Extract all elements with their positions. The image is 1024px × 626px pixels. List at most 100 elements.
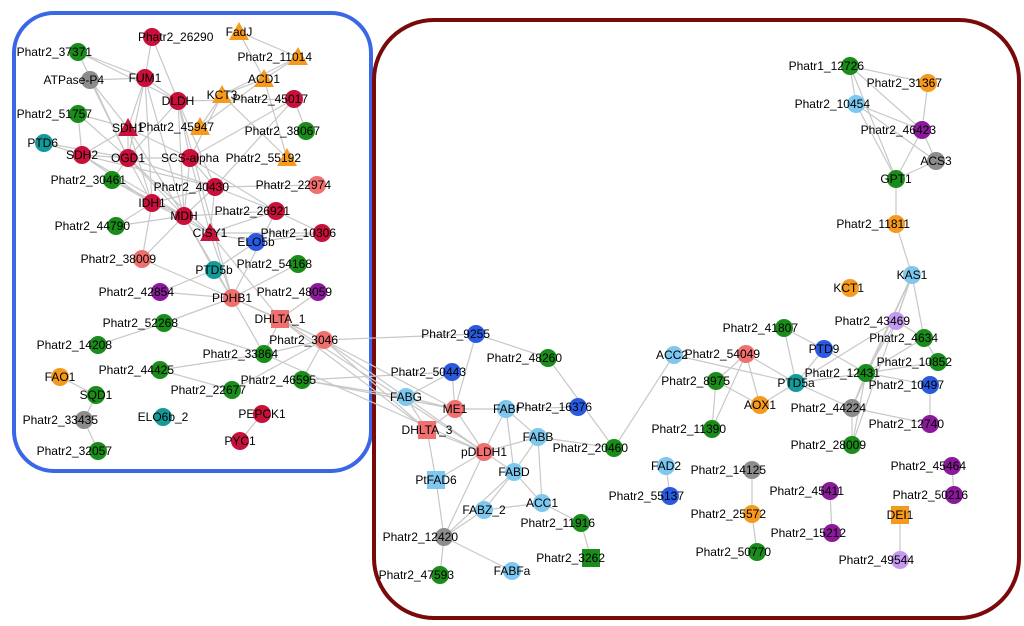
network-node[interactable] (315, 331, 333, 349)
network-node[interactable] (919, 74, 937, 92)
network-node[interactable] (943, 457, 961, 475)
network-node[interactable] (206, 178, 224, 196)
network-node[interactable] (927, 152, 945, 170)
network-node[interactable] (505, 463, 523, 481)
network-node[interactable] (529, 428, 547, 446)
network-node[interactable] (703, 420, 721, 438)
network-node[interactable] (743, 461, 761, 479)
network-node[interactable] (743, 505, 761, 523)
network-node[interactable] (418, 421, 436, 439)
network-node[interactable] (271, 310, 289, 328)
network-node[interactable] (572, 514, 590, 532)
network-node[interactable] (431, 566, 449, 584)
network-node[interactable] (87, 386, 105, 404)
network-node[interactable] (75, 411, 93, 429)
network-node[interactable] (293, 371, 311, 389)
network-node[interactable] (136, 69, 154, 87)
network-node[interactable] (118, 118, 138, 136)
network-node[interactable] (887, 312, 905, 330)
network-node[interactable] (929, 353, 947, 371)
network-node[interactable] (119, 149, 137, 167)
network-node[interactable] (151, 283, 169, 301)
network-node[interactable] (107, 217, 125, 235)
network-node[interactable] (665, 346, 683, 364)
network-node[interactable] (443, 363, 461, 381)
network-node[interactable] (539, 349, 557, 367)
network-node[interactable] (285, 90, 303, 108)
network-node[interactable] (313, 224, 331, 242)
network-node[interactable] (605, 439, 623, 457)
network-node[interactable] (190, 117, 210, 135)
network-node[interactable] (887, 215, 905, 233)
network-node[interactable] (253, 405, 271, 423)
network-node[interactable] (915, 329, 933, 347)
network-node[interactable] (903, 266, 921, 284)
network-node[interactable] (815, 340, 833, 358)
network-node[interactable] (308, 176, 326, 194)
network-node[interactable] (229, 22, 249, 40)
network-node[interactable] (427, 471, 445, 489)
network-node[interactable] (748, 543, 766, 561)
network-node[interactable] (569, 398, 587, 416)
network-node[interactable] (255, 345, 273, 363)
network-node[interactable] (657, 457, 675, 475)
network-node[interactable] (843, 399, 861, 417)
network-node[interactable] (435, 528, 453, 546)
network-node[interactable] (887, 170, 905, 188)
network-node[interactable] (475, 443, 493, 461)
network-node[interactable] (582, 549, 600, 567)
network-node[interactable] (857, 364, 875, 382)
network-node[interactable] (497, 400, 515, 418)
network-node[interactable] (277, 148, 297, 166)
network-node[interactable] (223, 289, 241, 307)
network-node[interactable] (247, 233, 265, 251)
network-node[interactable] (921, 376, 939, 394)
network-node[interactable] (51, 368, 69, 386)
network-node[interactable] (143, 28, 161, 46)
network-node[interactable] (151, 361, 169, 379)
network-node[interactable] (503, 562, 521, 580)
network-node[interactable] (847, 95, 865, 113)
network-node[interactable] (81, 71, 99, 89)
network-node[interactable] (397, 388, 415, 406)
network-node[interactable] (181, 149, 199, 167)
network-node[interactable] (787, 374, 805, 392)
network-node[interactable] (823, 524, 841, 542)
network-node[interactable] (533, 494, 551, 512)
network-node[interactable] (69, 105, 87, 123)
network-node[interactable] (775, 319, 793, 337)
network-node[interactable] (254, 69, 274, 87)
network-node[interactable] (133, 250, 151, 268)
network-node[interactable] (231, 432, 249, 450)
network-node[interactable] (212, 85, 232, 103)
network-node[interactable] (155, 314, 173, 332)
network-node[interactable] (154, 408, 172, 426)
network-node[interactable] (945, 486, 963, 504)
network-node[interactable] (661, 487, 679, 505)
network-node[interactable] (200, 223, 220, 241)
network-node[interactable] (35, 134, 53, 152)
network-node[interactable] (289, 255, 307, 273)
network-node[interactable] (223, 381, 241, 399)
network-node[interactable] (446, 400, 464, 418)
network-node[interactable] (751, 396, 769, 414)
network-node[interactable] (143, 194, 161, 212)
network-node[interactable] (707, 372, 725, 390)
network-node[interactable] (737, 345, 755, 363)
network-node[interactable] (891, 506, 909, 524)
network-node[interactable] (103, 171, 121, 189)
network-node[interactable] (73, 146, 91, 164)
network-node[interactable] (891, 551, 909, 569)
network-node[interactable] (841, 279, 859, 297)
network-node[interactable] (267, 202, 285, 220)
network-node[interactable] (205, 261, 223, 279)
network-node[interactable] (841, 57, 859, 75)
network-node[interactable] (69, 43, 87, 61)
network-node[interactable] (175, 207, 193, 225)
network-node[interactable] (297, 122, 315, 140)
network-node[interactable] (89, 442, 107, 460)
network-node[interactable] (467, 325, 485, 343)
network-node[interactable] (309, 283, 327, 301)
network-node[interactable] (288, 47, 308, 65)
network-node[interactable] (89, 336, 107, 354)
